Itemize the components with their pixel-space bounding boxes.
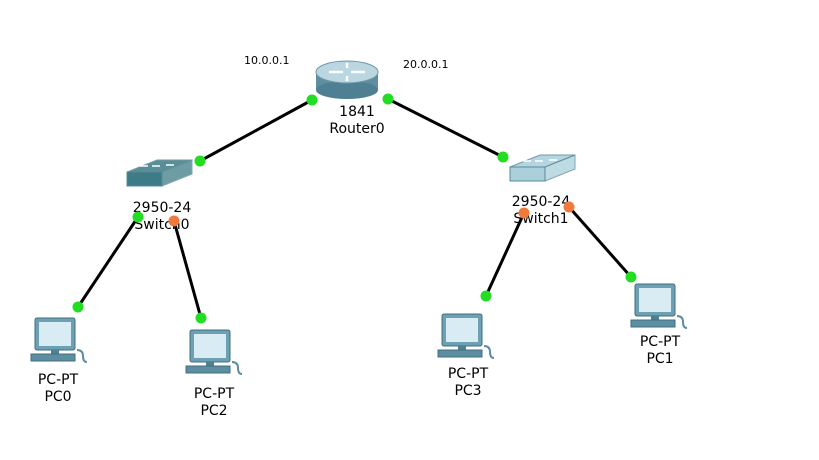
device-router0[interactable] xyxy=(315,60,379,99)
device-switch0[interactable] xyxy=(126,159,193,187)
link-light-up xyxy=(195,312,207,324)
link-switch0-pc2[interactable] xyxy=(172,220,203,319)
link-light-up xyxy=(497,151,509,163)
devices-layer xyxy=(30,60,688,375)
link-light-stp-blocking xyxy=(168,215,180,227)
device-pc1[interactable] xyxy=(630,283,688,329)
device-pc0[interactable] xyxy=(30,317,88,363)
device-name-label: PC0 xyxy=(44,389,71,405)
device-name-label: PC1 xyxy=(646,351,673,367)
link-light-stp-blocking xyxy=(518,207,530,219)
link-light-up xyxy=(306,94,318,106)
device-model-label: PC-PT xyxy=(640,334,681,350)
device-model-label: PC-PT xyxy=(194,386,235,402)
device-name-label: PC3 xyxy=(454,383,481,399)
link-light-stp-blocking xyxy=(563,201,575,213)
device-name-label: PC2 xyxy=(200,403,227,419)
link-light-up xyxy=(480,290,492,302)
link-lights-layer xyxy=(72,93,637,324)
device-pc2[interactable] xyxy=(185,329,243,375)
device-model-label: 2950-24 xyxy=(133,200,192,216)
device-model-label: PC-PT xyxy=(448,366,489,382)
device-name-label: Router0 xyxy=(329,121,384,137)
link-router0-switch0[interactable] xyxy=(199,98,313,163)
interface-ip-label: 20.0.0.1 xyxy=(403,58,448,71)
link-light-up xyxy=(194,155,206,167)
link-switch1-pc3[interactable] xyxy=(484,212,526,297)
link-router0-switch1[interactable] xyxy=(387,97,504,159)
link-light-up xyxy=(625,271,637,283)
device-model-label: 1841 xyxy=(339,104,375,120)
link-switch1-pc1[interactable] xyxy=(567,206,633,278)
labels-layer: 1841Router02950-24Switch02950-24Switch1P… xyxy=(38,54,681,419)
interface-ip-label: 10.0.0.1 xyxy=(244,54,289,67)
device-model-label: PC-PT xyxy=(38,372,79,388)
device-pc3[interactable] xyxy=(437,313,495,359)
link-light-up xyxy=(132,211,144,223)
device-switch1[interactable] xyxy=(509,154,576,182)
link-switch0-pc0[interactable] xyxy=(76,216,140,308)
links-layer xyxy=(76,97,633,319)
link-light-up xyxy=(72,301,84,313)
device-model-label: 2950-24 xyxy=(512,194,571,210)
link-light-up xyxy=(382,93,394,105)
